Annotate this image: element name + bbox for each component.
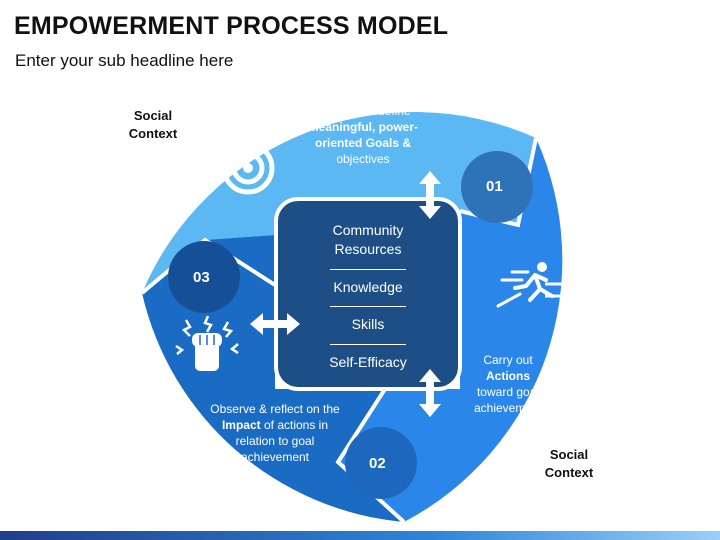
segment-03-number: 03	[193, 269, 210, 286]
segment-02-number: 02	[369, 455, 386, 472]
page-title: EMPOWERMENT PROCESS MODEL	[14, 12, 449, 40]
bottom-accent-bar	[0, 531, 720, 540]
segment-03-text: Observe & reflect on the Impact of actio…	[210, 402, 340, 464]
number-circle-02	[345, 427, 417, 499]
page-subtitle: Enter your sub headline here	[15, 51, 234, 70]
core-box	[274, 197, 462, 391]
segment-01-text: Define or redefine meaningful, power-ori…	[307, 104, 418, 166]
social-context-bottom-right: Social Context	[544, 447, 594, 480]
target-icon	[220, 140, 275, 195]
runner-icon	[496, 262, 572, 308]
core-item-community-resources: Community Resources	[332, 222, 404, 257]
core-item-skills: Skills	[351, 316, 385, 332]
fist-icon	[175, 315, 239, 371]
double-arrow-left	[250, 313, 300, 335]
core-divider	[330, 306, 406, 307]
core-list: Community Resources Knowledge Skills Sel…	[276, 199, 460, 389]
core-divider	[330, 344, 406, 345]
number-circle-03	[168, 241, 240, 313]
core-item-self-efficacy: Self-Efficacy	[329, 354, 407, 370]
double-arrow-bottom	[419, 369, 441, 417]
segment-01-number: 01	[486, 178, 503, 195]
number-circle-01	[461, 151, 533, 223]
double-arrow-top	[419, 171, 441, 219]
segment-02-shape	[338, 138, 563, 522]
core-item-knowledge: Knowledge	[333, 279, 403, 295]
social-context-top-left: Social Context	[128, 108, 178, 141]
core-divider	[330, 269, 406, 270]
segment-02-text: Carry out Actions toward goal achievemen…	[473, 353, 543, 415]
